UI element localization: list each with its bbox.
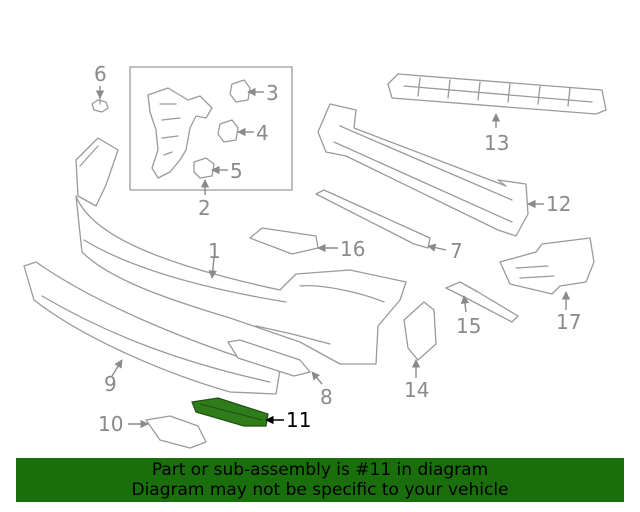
part-1-bumper-cover [75, 137, 407, 365]
callout-6: 6 [94, 62, 107, 86]
callout-13: 13 [484, 131, 509, 155]
part-16-plate [249, 227, 319, 255]
callout-17: 17 [556, 310, 581, 334]
callout-8: 8 [320, 385, 333, 409]
callout-16: 16 [340, 237, 365, 261]
part-7-trim-bar [315, 189, 431, 249]
callout-10: 10 [98, 412, 123, 436]
callout-14: 14 [404, 378, 429, 402]
callout-labels: 1 2 3 4 5 6 7 8 9 10 11 12 13 14 15 16 1… [94, 62, 581, 436]
callout-9: 9 [104, 372, 117, 396]
callout-3: 3 [266, 81, 279, 105]
leader-lines [95, 86, 571, 429]
part-15-bracket [445, 281, 519, 323]
part-12-reinforcement-beam [317, 103, 529, 237]
banner-line-disclaimer: Diagram may not be specific to your vehi… [131, 480, 509, 500]
banner-line-part-info: Part or sub-assembly is #11 in diagram [151, 460, 489, 480]
part-17-side-bracket [499, 237, 595, 295]
part-13-energy-absorber [387, 73, 607, 115]
callout-1: 1 [208, 239, 221, 263]
callout-4: 4 [256, 121, 269, 145]
callout-15: 15 [456, 314, 481, 338]
disclaimer-banner: Part or sub-assembly is #11 in diagram D… [16, 458, 624, 502]
callout-5: 5 [230, 159, 243, 183]
callout-2: 2 [198, 196, 211, 220]
part-14-cover [403, 301, 437, 361]
callout-11: 11 [286, 408, 311, 432]
callout-12: 12 [546, 192, 571, 216]
part-2-bracket-assembly [129, 66, 293, 191]
callout-7: 7 [450, 239, 463, 263]
part-8-trim-strip [227, 339, 311, 377]
part-10-bracket [145, 415, 207, 449]
part-11-highlighted [191, 397, 269, 427]
